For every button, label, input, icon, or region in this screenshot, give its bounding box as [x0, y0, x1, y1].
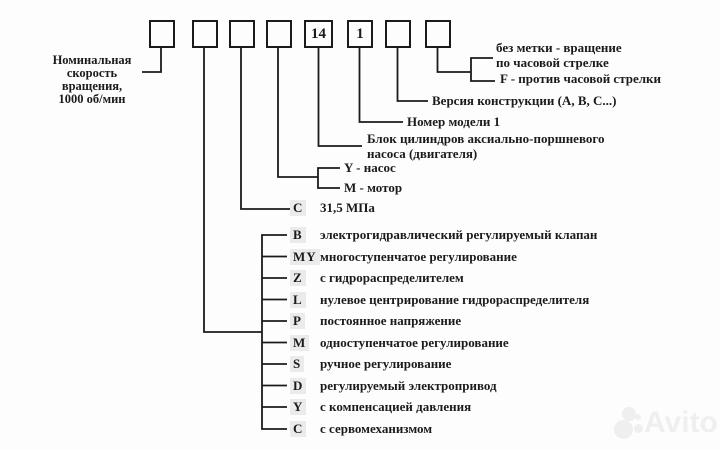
nominal-speed-line3: вращения,	[61, 79, 123, 93]
code-letter: Р	[290, 313, 305, 329]
code-letter: S	[290, 356, 305, 372]
code-letter: В	[290, 227, 306, 243]
list-item: D регулируемый электропривод	[0, 377, 720, 395]
cylinder-block-label: Блок цилиндров аксиально-поршневого насо…	[367, 131, 604, 161]
code-box-6: 1	[347, 20, 373, 48]
code-letter: МY	[290, 248, 320, 265]
rotation-cw-line2: по часовой стрелке	[496, 55, 609, 70]
avito-logo-icon	[635, 414, 641, 420]
list-item: МY многоступенчатое регулирование	[0, 248, 720, 266]
code-letter: М	[290, 334, 310, 351]
code-description: электрогидравлический регулируемый клапа…	[320, 227, 598, 242]
code-description: нулевое центрирование гидрораспределител…	[320, 291, 590, 307]
code-letter: Y	[290, 399, 307, 415]
list-item: В электрогидравлический регулируемый кла…	[0, 226, 720, 244]
code-box-3	[229, 20, 255, 48]
list-item: S ручное регулирование	[0, 355, 720, 373]
code-letter: D	[290, 377, 307, 394]
list-item: Y с компенсацией давления	[0, 398, 720, 416]
rotation-cw-label: без метки - вращение по часовой стрелке	[496, 40, 622, 70]
code-box-5: 14	[304, 20, 333, 48]
list-item: М одноступенчатое регулирование	[0, 334, 720, 352]
nominal-speed-line2: скорость	[66, 66, 118, 80]
design-version-label: Версия конструкции (А, В, С...)	[432, 93, 617, 108]
code-letter: L	[290, 291, 306, 308]
code-description: постоянное напряжение	[320, 313, 462, 328]
code-description: с компенсацией давления	[320, 399, 472, 414]
pressure-label: С 31,5 МПа	[0, 199, 720, 217]
code-description: с гидрораспределителем	[320, 270, 464, 285]
nominal-speed-line1: Номинальная	[52, 53, 132, 67]
avito-watermark-text: Avito	[644, 406, 718, 439]
code-description: одноступенчатое регулирование	[320, 334, 509, 350]
avito-logo-icon	[634, 424, 643, 433]
code-box-4	[266, 20, 292, 48]
avito-logo-icon	[622, 407, 636, 421]
code-box-2	[192, 20, 218, 48]
avito-logo-icon	[614, 420, 633, 439]
motor-label: М - мотор	[344, 180, 403, 195]
nominal-speed-label: Номинальная скорость вращения, 1000 об/м…	[38, 54, 146, 106]
pressure-description: 31,5 МПа	[320, 200, 375, 215]
code-description: с сервомеханизмом	[320, 420, 433, 436]
cylinder-block-line1: Блок цилиндров аксиально-поршневого	[367, 131, 605, 146]
model-number-label: Номер модели 1	[407, 114, 501, 129]
code-letter: Z	[290, 270, 306, 286]
code-description: регулируемый электропривод	[320, 377, 497, 393]
code-box-7	[385, 20, 411, 48]
list-item: Z с гидрораспределителем	[0, 269, 720, 287]
pump-label: Y - насос	[344, 160, 396, 175]
list-item: Р постоянное напряжение	[0, 312, 720, 330]
nominal-speed-line4: 1000 об/мин	[58, 92, 126, 106]
code-box-1	[149, 20, 175, 48]
list-item: L нулевое центрирование гидрораспределит…	[0, 291, 720, 309]
code-box-8	[425, 20, 451, 48]
code-description: многоступенчатое регулирование	[320, 248, 517, 264]
pressure-letter: С	[290, 200, 307, 216]
avito-watermark: Avito	[610, 404, 720, 444]
code-description: ручное регулирование	[320, 356, 452, 371]
rotation-cw-line1: без метки - вращение	[496, 40, 622, 55]
cylinder-block-line2: насоса (двигателя)	[367, 146, 478, 161]
rotation-ccw-label: F - против часовой стрелки	[500, 71, 662, 86]
code-letter: С	[290, 420, 307, 437]
list-item: С с сервомеханизмом	[0, 420, 720, 438]
